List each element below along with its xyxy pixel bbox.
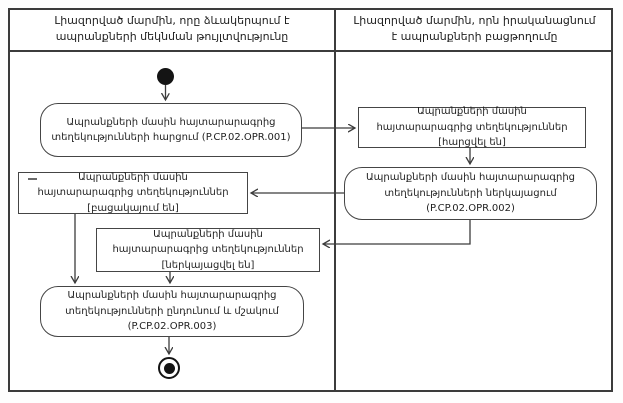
swimlane-left-header: Լիազորված մարմին, որը ձևակերպում է ապրան… [10,8,334,52]
swimlane-right-header: Լիազորված մարմին, որն իրականացնում է ապր… [336,8,613,52]
activity-opr-001: Ապրանքների մասին հայտարարագրից տեղեկությ… [40,103,302,157]
swimlane-left-title: Լիազորված մարմին, որը ձևակերպում է ապրան… [54,14,290,43]
state-queried-label: Ապրանքների մասին հայտարարագրից տեղեկությ… [376,106,568,149]
state-queried: Ապրանքների մասին հայտարարագրից տեղեկությ… [358,106,586,149]
state-missing-label: Ապրանքների մասին հայտարարագրից տեղեկությ… [37,171,229,214]
activity-opr-001-label: Ապրանքների մասին հայտարարագրից տեղեկությ… [51,116,291,144]
final-node [158,357,180,379]
state-submitted: Ապրանքների մասին հայտարարագրից տեղեկությ… [96,228,320,272]
swimlane-divider [334,8,336,392]
activity-opr-003: Ապրանքների մասին հայտարարագրից տեղեկությ… [40,286,304,337]
stray-scan-mark [28,178,37,180]
initial-node [157,68,174,85]
activity-opr-002: Ապրանքների մասին հայտարարագրից տեղեկությ… [344,167,597,220]
final-node-core [163,362,175,374]
activity-opr-003-label: Ապրանքների մասին հայտարարագրից տեղեկությ… [65,290,279,333]
swimlane-right-title: Լիազորված մարմին, որն իրականացնում է ապր… [353,14,596,43]
state-missing: Ապրանքների մասին հայտարարագրից տեղեկությ… [18,172,248,214]
state-submitted-label: Ապրանքների մասին հայտարարագրից տեղեկությ… [112,228,304,271]
activity-opr-002-label: Ապրանքների մասին հայտարարագրից տեղեկությ… [366,172,575,215]
